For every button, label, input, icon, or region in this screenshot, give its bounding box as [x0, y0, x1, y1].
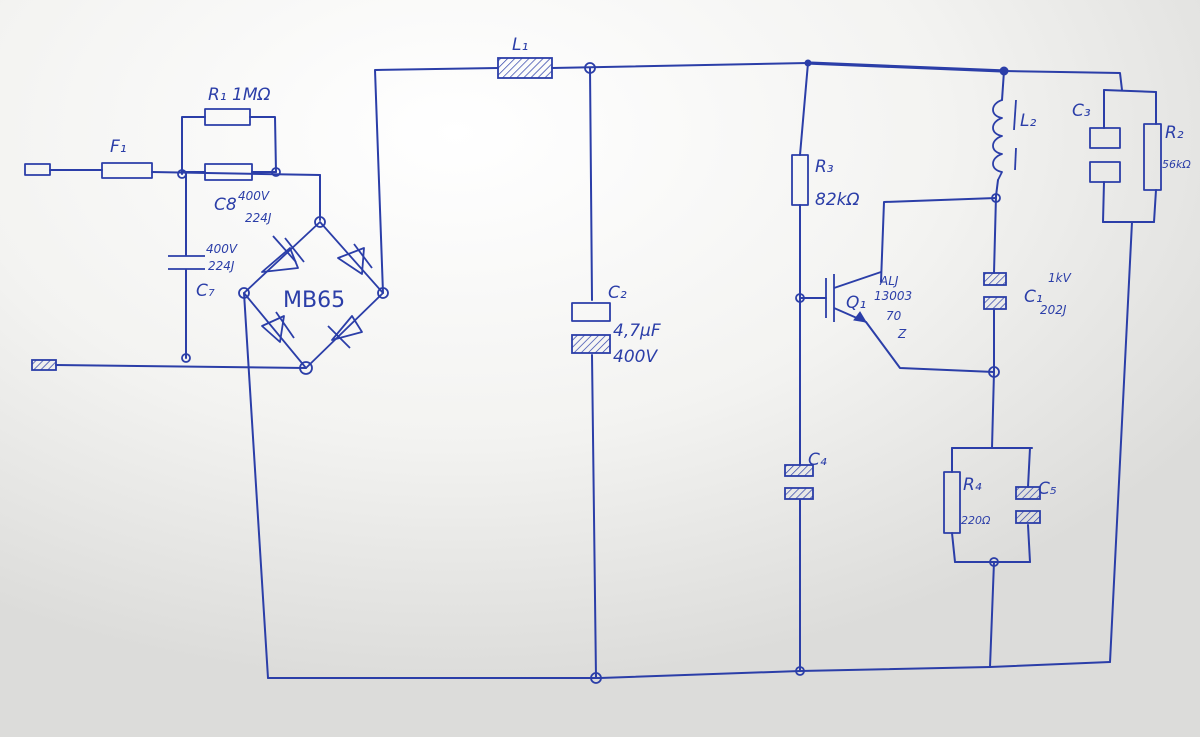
- wires: [49, 61, 1157, 679]
- label-l1: L₁: [512, 35, 528, 55]
- label-c7: C₇: [196, 281, 215, 301]
- label-q1-part-line2: 13003: [874, 289, 912, 303]
- label-q1-part-line3: 70: [886, 309, 902, 323]
- label-bridge: MB65: [283, 288, 345, 313]
- label-c7-voltage: 400V: [206, 242, 238, 256]
- label-l2: L₂: [1020, 111, 1036, 131]
- label-r4: R₄: [963, 475, 982, 495]
- inductor-l2-core: [1013, 99, 1017, 131]
- inductor-l2: [992, 99, 1003, 181]
- junction-dots: [177, 59, 1009, 684]
- label-r4-value: 220Ω: [961, 514, 991, 527]
- capacitor-c4: [784, 464, 814, 500]
- label-c1-voltage: 1kV: [1048, 271, 1072, 285]
- capacitor-c5: [1015, 486, 1041, 524]
- label-r2-value: 56kΩ: [1162, 158, 1191, 171]
- inductor-l2-core-lower: [1014, 147, 1017, 171]
- label-r2: R₂: [1165, 123, 1184, 143]
- label-c2: C₂: [608, 283, 627, 303]
- resistor-r3: [791, 154, 809, 206]
- label-c5: C₅: [1038, 479, 1057, 499]
- label-f1: F₁: [110, 137, 127, 157]
- label-q1-part-line1: ALJ: [879, 274, 899, 288]
- label-c8-voltage: 400V: [238, 189, 270, 203]
- label-q1-part-line4: Z: [897, 327, 907, 341]
- label-c7-code: 224J: [208, 259, 235, 273]
- label-c1-code: 202J: [1040, 303, 1067, 317]
- resistor-r2: [1143, 123, 1162, 191]
- label-c8-code: 224J: [245, 211, 272, 225]
- fuse-f1: [101, 162, 153, 179]
- capacitor-c2: [571, 302, 611, 354]
- label-r3-value: 82kΩ: [815, 190, 859, 210]
- label-r3: R₃: [815, 157, 834, 177]
- label-c8: C8: [214, 195, 237, 215]
- label-c2-voltage: 400V: [613, 347, 658, 367]
- label-r1: R₁ 1MΩ: [208, 85, 271, 105]
- transistor-q1: [825, 271, 882, 323]
- capacitor-c3: [1089, 127, 1121, 183]
- label-c3: C₃: [1072, 101, 1091, 121]
- bridge-rectifier-mb65: [243, 221, 384, 369]
- capacitor-c1: [983, 272, 1007, 310]
- label-c1: C₁: [1024, 287, 1043, 307]
- resistor-r4: [943, 471, 961, 534]
- label-q1: Q₁: [846, 293, 866, 313]
- capacitor-c8: [204, 163, 253, 181]
- inductor-l1: [497, 57, 553, 79]
- label-c2-capacitance: 4,7µF: [613, 321, 661, 341]
- input-terminal-1: [24, 163, 51, 176]
- input-terminal-2: [31, 359, 57, 371]
- resistor-r1: [204, 108, 251, 126]
- label-c4: C₄: [808, 450, 827, 470]
- capacitor-c7: [168, 255, 205, 270]
